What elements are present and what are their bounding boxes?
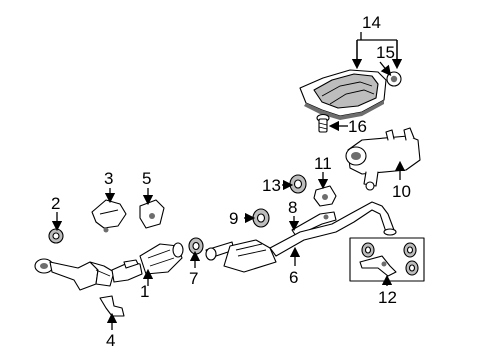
rubber-hanger-13[interactable]: [289, 174, 307, 194]
callout-16: 16: [348, 117, 367, 136]
hanger-kit-box[interactable]: [349, 237, 425, 282]
callout-12: 12: [378, 288, 397, 307]
heat-shield[interactable]: [299, 69, 387, 120]
callout-15: 15: [376, 43, 395, 62]
intermediate-pipe[interactable]: [205, 201, 397, 273]
callout-14: 14: [362, 13, 381, 32]
bracket-5[interactable]: [139, 199, 165, 229]
callout-11: 11: [314, 154, 332, 173]
bracket-3[interactable]: [91, 199, 127, 233]
bolt-16[interactable]: [316, 113, 330, 133]
callout-10: 10: [392, 182, 411, 201]
bolt-15[interactable]: [386, 71, 402, 87]
callout-8: 8: [288, 198, 297, 217]
callout-3: 3: [104, 169, 113, 188]
hanger-4[interactable]: [99, 295, 125, 317]
callout-5: 5: [142, 169, 151, 188]
callouts: 1 2 3 4 5 6 7 8 9 10 11 12 13 14 15 16: [51, 13, 411, 350]
gasket-7[interactable]: [188, 237, 204, 255]
muffler[interactable]: [345, 127, 421, 191]
callout-13: 13: [262, 176, 281, 195]
callout-7: 7: [189, 269, 198, 288]
callout-2: 2: [51, 194, 60, 213]
front-pipe-converter[interactable]: [34, 242, 184, 291]
gasket-2[interactable]: [48, 228, 64, 244]
callout-6: 6: [289, 268, 298, 287]
rubber-hanger-9[interactable]: [252, 208, 270, 228]
leader-lines: [51, 32, 406, 330]
callout-4: 4: [106, 331, 115, 350]
bracket-11[interactable]: [313, 185, 337, 207]
callout-9: 9: [229, 209, 238, 228]
callout-1: 1: [140, 282, 149, 301]
